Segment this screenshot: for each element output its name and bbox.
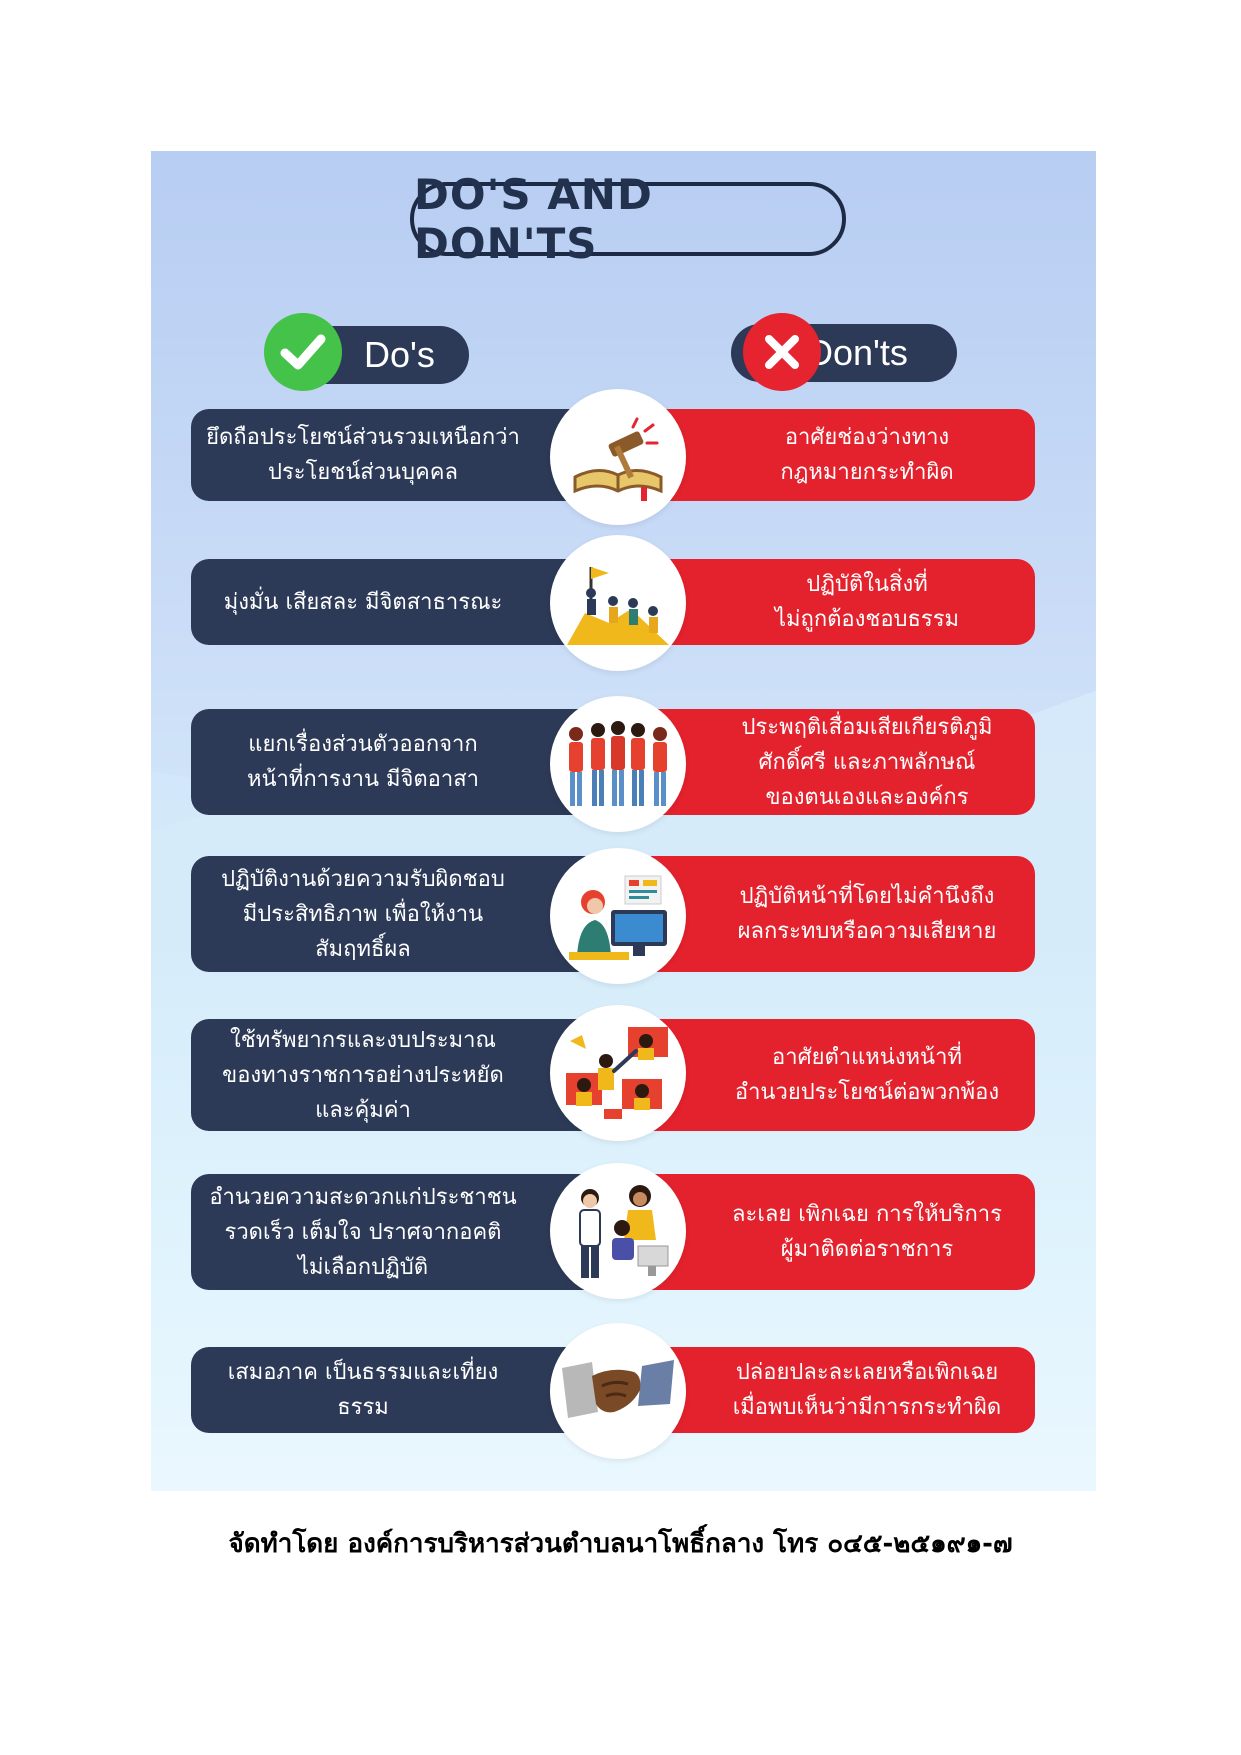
dont-item-3: ประพฤติเสื่อมเสียเกียรติภูมิ ศักดิ์ศรี แ… [651,709,1035,815]
office-worker-computer-icon [550,848,686,984]
group-of-people-icon [550,696,686,832]
handshake-icon [550,1323,686,1459]
cross-icon [743,313,821,391]
do-item-2: มุ่งมั่น เสียสละ มีจิตสาธารณะ [191,559,591,645]
service-staff-icon [550,1163,686,1299]
dont-item-6: ละเลย เพิกเฉย การให้บริการ ผู้มาติดต่อรา… [651,1174,1035,1290]
checkmark-icon [264,313,342,391]
dos-heading-label: Do's [364,334,435,375]
dont-item-2: ปฏิบัติในสิ่งที่ ไม่ถูกต้องชอบธรรม [651,559,1035,645]
do-item-3: แยกเรื่องส่วนตัวออกจาก หน้าที่การงาน มีจ… [191,709,591,815]
donts-heading-label: Don'ts [807,332,908,373]
do-item-4: ปฏิบัติงานด้วยความรับผิดชอบ มีประสิทธิภา… [191,856,591,972]
gavel-book-icon [550,389,686,525]
do-item-1: ยึดถือประโยชน์ส่วนรวมเหนือกว่า ประโยชน์ส… [191,409,591,501]
team-climbing-flag-icon [550,535,686,671]
poster: DO'S AND DON'TS Do's Don'ts ยึดถือประโยช… [151,151,1096,1491]
dont-item-5: อาศัยตำแหน่งหน้าที่ อำนวยประโยชน์ต่อพวกพ… [651,1019,1035,1131]
dont-item-4: ปฏิบัติหน้าที่โดยไม่คำนึงถึง ผลกระทบหรือ… [651,856,1035,972]
do-item-7: เสมอภาค เป็นธรรมและเที่ยงธรรม [191,1347,591,1433]
poster-title: DO'S AND DON'TS [410,170,846,268]
dont-item-1: อาศัยช่องว่างทาง กฎหมายกระทำผิด [651,409,1035,501]
do-item-6: อำนวยความสะดวกแก่ประชาชน รวดเร็ว เต็มใจ … [191,1174,591,1290]
dont-item-7: ปล่อยปละละเลยหรือเพิกเฉย เมื่อพบเห็นว่าม… [651,1347,1035,1433]
footer-credit: จัดทำโดย องค์การบริหารส่วนตำบลนาโพธิ์กลา… [228,1529,1013,1559]
teamwork-collaboration-icon [550,1005,686,1141]
do-item-5: ใช้ทรัพยากรและงบประมาณ ของทางราชการอย่าง… [191,1019,591,1131]
